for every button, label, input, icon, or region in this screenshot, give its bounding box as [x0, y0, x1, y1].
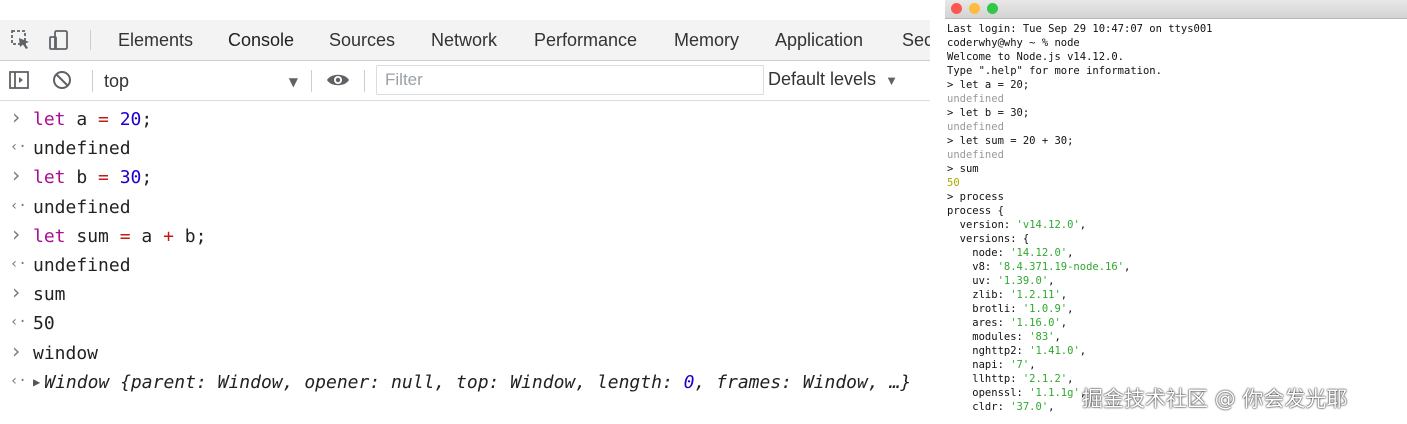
input-prompt-icon: › — [10, 280, 23, 305]
terminal-line: undefined — [947, 93, 1004, 105]
tab-console[interactable]: Console — [228, 30, 295, 50]
tab-performance[interactable]: Performance — [534, 30, 638, 50]
tab-sources[interactable]: Sources — [329, 30, 396, 50]
tab-network[interactable]: Network — [431, 30, 498, 50]
terminal-line: undefined — [947, 121, 1004, 133]
console-result: 50 — [33, 313, 55, 335]
terminal-line: Welcome to Node.js v14.12.0. — [947, 51, 1125, 63]
toolbar-divider — [364, 70, 365, 92]
console-code: let sum = a + b; — [33, 225, 207, 247]
terminal-line: cldr: '37.0', — [947, 401, 1055, 413]
device-toggle-icon[interactable] — [48, 29, 70, 51]
terminal-line: 50 — [947, 177, 960, 189]
terminal-line: napi: '7', — [947, 359, 1036, 371]
terminal-line: openssl: '1.1.1g', — [947, 387, 1087, 399]
console-result-line: ‹· undefined — [0, 193, 930, 222]
terminal-line: versions: { — [947, 233, 1030, 245]
dropdown-arrow-icon: ▼ — [885, 73, 898, 88]
context-value: top — [104, 71, 130, 91]
result-arrow-icon: ‹· — [10, 197, 27, 214]
console-input-line: › window — [0, 339, 930, 368]
zoom-window-button[interactable] — [987, 3, 998, 14]
terminal-line: process { — [947, 205, 1004, 217]
sidebar-toggle-icon[interactable] — [8, 69, 30, 91]
input-prompt-icon: › — [10, 221, 23, 246]
terminal-line: llhttp: '2.1.2', — [947, 373, 1074, 385]
terminal-line: > sum — [947, 163, 979, 175]
console-code: let a = 20; — [33, 109, 153, 130]
result-arrow-icon: ‹· — [10, 372, 27, 389]
terminal-line: > process — [947, 191, 1004, 203]
console-input-line: › sum — [0, 280, 930, 309]
console-input-line: › let b = 30; — [0, 163, 930, 192]
tab-elements[interactable]: Elements — [118, 30, 194, 50]
terminal-line: undefined — [947, 149, 1004, 161]
inspect-element-icon[interactable] — [10, 29, 32, 51]
terminal-line: Last login: Tue Sep 29 10:47:07 on ttys0… — [947, 23, 1213, 35]
terminal-line: brotli: '1.0.9', — [947, 303, 1074, 315]
clear-console-icon[interactable] — [51, 69, 73, 91]
result-arrow-icon: ‹· — [10, 314, 27, 331]
watermark: 掘金技术社区 @ 你会发光耶 — [1082, 387, 1348, 411]
terminal-line: Type ".help" for more information. — [947, 65, 1162, 77]
terminal-line: > let b = 30; — [947, 107, 1030, 119]
result-arrow-icon: ‹· — [10, 139, 27, 156]
tab-sec[interactable]: Sec — [902, 30, 930, 50]
terminal-line: coderwhy@why ~ % node — [947, 37, 1080, 49]
terminal-title-bar — [945, 0, 1407, 19]
console-result-line: ‹· undefined — [0, 251, 930, 280]
tab-divider — [90, 30, 91, 50]
terminal-line: version: 'v14.12.0', — [947, 219, 1087, 231]
console-input-line: › let sum = a + b; — [0, 222, 930, 251]
console-code: let b = 30; — [33, 167, 153, 189]
minimize-window-button[interactable] — [969, 3, 980, 14]
terminal-window: Last login: Tue Sep 29 10:47:07 on ttys0… — [945, 0, 1407, 424]
terminal-line: > let a = 20; — [947, 79, 1030, 91]
console-input-line: › let a = 20; — [0, 105, 930, 134]
console-result: undefined — [33, 196, 131, 218]
filter-input[interactable] — [376, 65, 764, 95]
toolbar-divider — [92, 70, 93, 92]
terminal-line: ares: '1.16.0', — [947, 317, 1068, 329]
terminal-line: modules: '83', — [947, 331, 1061, 343]
expand-triangle-icon[interactable]: ▶ — [33, 374, 41, 389]
console-code: window — [33, 342, 99, 364]
input-prompt-icon: › — [10, 163, 23, 188]
devtools-tab-bar: Elements Console Sources Network Performance… — [0, 20, 930, 80]
console-output: › let a = 20; ‹· undefined › let b = 30; ‹· und… — [0, 101, 930, 424]
tab-application[interactable]: Application — [775, 30, 864, 50]
terminal-line: zlib: '1.2.11', — [947, 289, 1068, 301]
console-result-line[interactable]: ‹· ▶Window {parent: Window, opener: null,… — [0, 368, 930, 397]
terminal-line: node: '14.12.0', — [947, 247, 1074, 259]
log-levels-dropdown[interactable]: Default levels ▼ — [768, 69, 898, 90]
toolbar-divider — [311, 70, 312, 92]
dropdown-arrow-icon: ▼ — [288, 75, 298, 89]
console-result-line: ‹· undefined — [0, 134, 930, 163]
devtools-panel: Elements Console Sources Network Performance… — [0, 20, 930, 424]
terminal-line: > let sum = 20 + 30; — [947, 135, 1074, 147]
eye-icon[interactable] — [326, 69, 349, 91]
console-result: undefined — [33, 255, 131, 276]
window-object-preview: ▶Window {parent: Window, opener: null, t… — [33, 371, 912, 393]
console-result-line: ‹· 50 — [0, 309, 930, 338]
log-levels-label: Default levels — [768, 69, 877, 89]
terminal-line: nghttp2: '1.41.0', — [947, 345, 1087, 357]
terminal-line: v8: '8.4.371.19-node.16', — [947, 261, 1131, 273]
result-arrow-icon: ‹· — [10, 256, 27, 272]
context-selector[interactable]: top ▼ — [104, 67, 300, 95]
console-code: sum — [33, 284, 66, 306]
tab-memory[interactable]: Memory — [674, 30, 740, 50]
close-window-button[interactable] — [951, 3, 962, 14]
terminal-output: Last login: Tue Sep 29 10:47:07 on ttys0… — [947, 22, 1402, 414]
input-prompt-icon: › — [10, 338, 23, 363]
input-prompt-icon: › — [10, 105, 23, 129]
terminal-line: uv: '1.39.0', — [947, 275, 1055, 287]
console-result: undefined — [33, 138, 131, 160]
